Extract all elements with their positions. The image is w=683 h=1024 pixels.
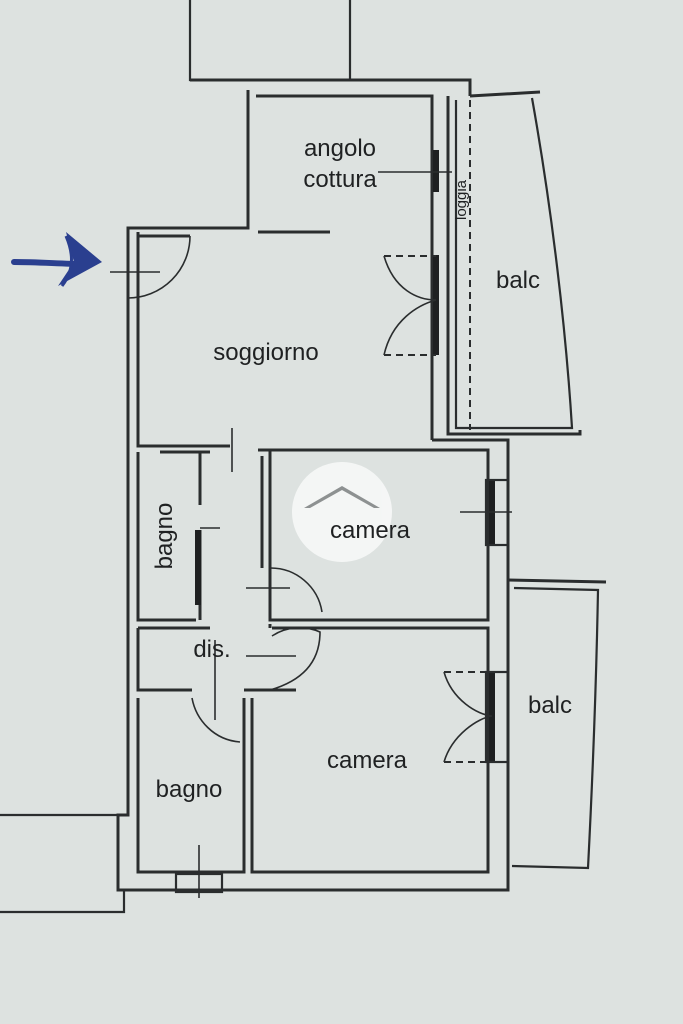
room-label-loggia: loggia: [453, 179, 470, 220]
room-label-balcony-bottom: balc: [528, 692, 572, 719]
room-label-bathroom-2: bagno: [156, 776, 223, 803]
room-label-kitchen-1: angolo: [304, 135, 376, 162]
entry-arrow-icon: [11, 232, 102, 287]
windows: [174, 150, 512, 898]
upper-balcony: [446, 90, 582, 436]
house-watermark-icon: [292, 462, 392, 562]
room-label-bedroom-1: camera: [330, 517, 411, 544]
interior-walls: [136, 428, 490, 874]
room-label-hallway: dis.: [193, 636, 230, 663]
room-label-kitchen-2: cottura: [303, 166, 377, 193]
outer-walls: [116, 78, 510, 892]
lower-balcony: [507, 578, 607, 870]
room-label-bathroom-1: bagno: [151, 503, 178, 570]
doors: [110, 235, 493, 763]
room-label-balcony-top: balc: [496, 267, 540, 294]
room-label-bedroom-2: camera: [327, 747, 408, 774]
room-label-living: soggiorno: [213, 339, 318, 366]
